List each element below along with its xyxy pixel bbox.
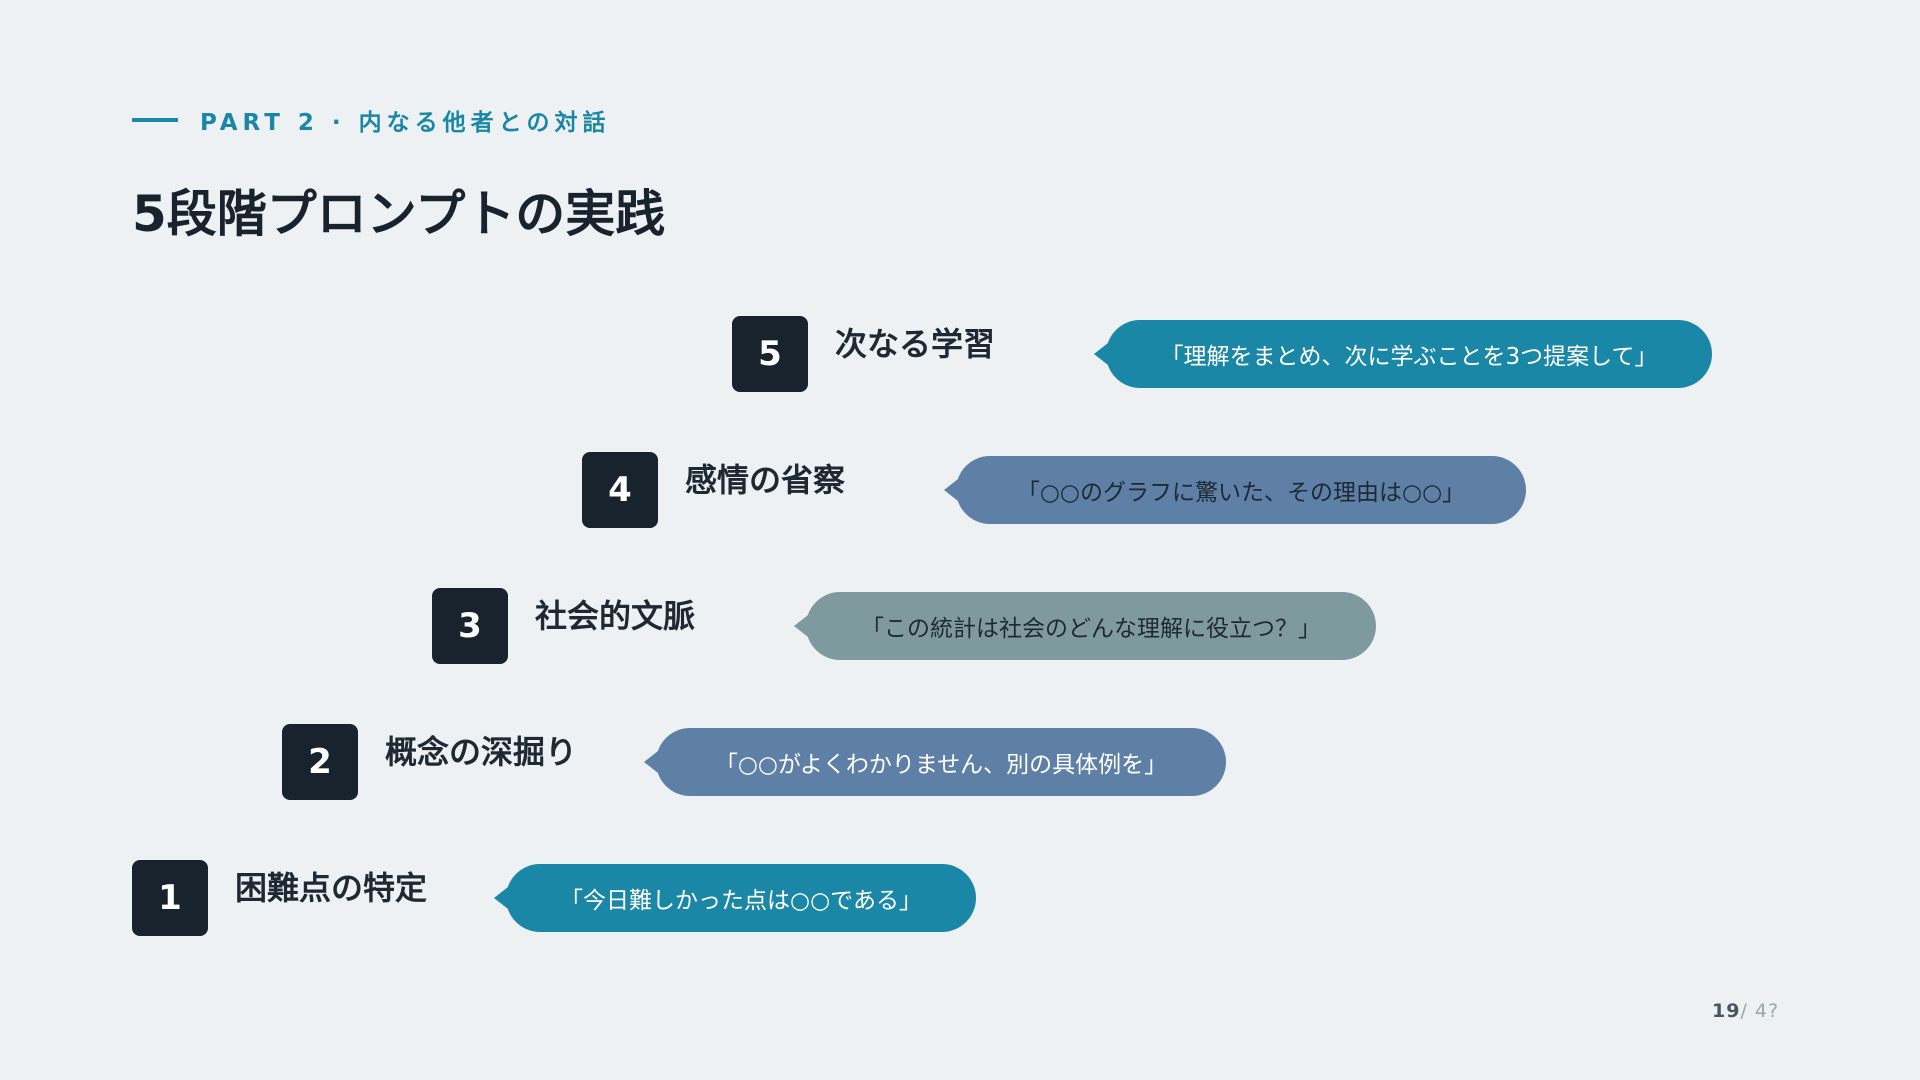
step-label: 社会的文脈: [535, 597, 696, 635]
page-counter: 19/ 4?: [1712, 1000, 1779, 1022]
step-number-badge: 4: [582, 452, 658, 528]
prompt-text: 「今日難しかった点は○○である」: [560, 888, 922, 914]
section-label-text: PART 2 · 内なる他者との対話: [200, 110, 611, 136]
bubble-tail: [794, 615, 808, 637]
prompt-text: 「理解をまとめ、次に学ぶことを3つ提案して」: [1160, 344, 1658, 370]
step-number-badge: 1: [132, 860, 208, 936]
prompt-text: 「この統計は社会のどんな理解に役立つ？」: [861, 616, 1321, 642]
prompt-bubble-2: 「○○がよくわかりません、別の具体例を」: [644, 728, 1226, 796]
step-number-badge: 3: [432, 588, 508, 664]
step-label: 次なる学習: [835, 325, 996, 363]
step-number-badge: 5: [732, 316, 808, 392]
bubble-tail: [944, 479, 958, 501]
step-label: 感情の省察: [685, 461, 846, 499]
section-label: PART 2 · 内なる他者との対話: [132, 103, 610, 137]
prompt-text: 「○○がよくわかりません、別の具体例を」: [714, 752, 1168, 778]
step-number-badge: 2: [282, 724, 358, 800]
prompt-bubble-1: 「今日難しかった点は○○である」: [494, 864, 976, 932]
prompt-bubble-4: 「○○のグラフに驚いた、その理由は○○」: [944, 456, 1526, 524]
page-total: / 4?: [1740, 1000, 1780, 1022]
step-label: 困難点の特定: [235, 869, 428, 907]
prompt-text: 「○○のグラフに驚いた、その理由は○○」: [1016, 480, 1466, 506]
section-accent-line: [132, 118, 178, 122]
prompt-bubble-5: 「理解をまとめ、次に学ぶことを3つ提案して」: [1094, 320, 1712, 388]
step-label: 概念の深掘り: [385, 733, 578, 771]
page-current: 19: [1712, 1000, 1741, 1022]
prompt-bubble-3: 「この統計は社会のどんな理解に役立つ？」: [794, 592, 1376, 660]
bubble-tail: [1094, 343, 1108, 365]
bubble-tail: [494, 887, 508, 909]
bubble-tail: [644, 751, 658, 773]
page-title: 5段階プロンプトの実践: [132, 185, 666, 243]
